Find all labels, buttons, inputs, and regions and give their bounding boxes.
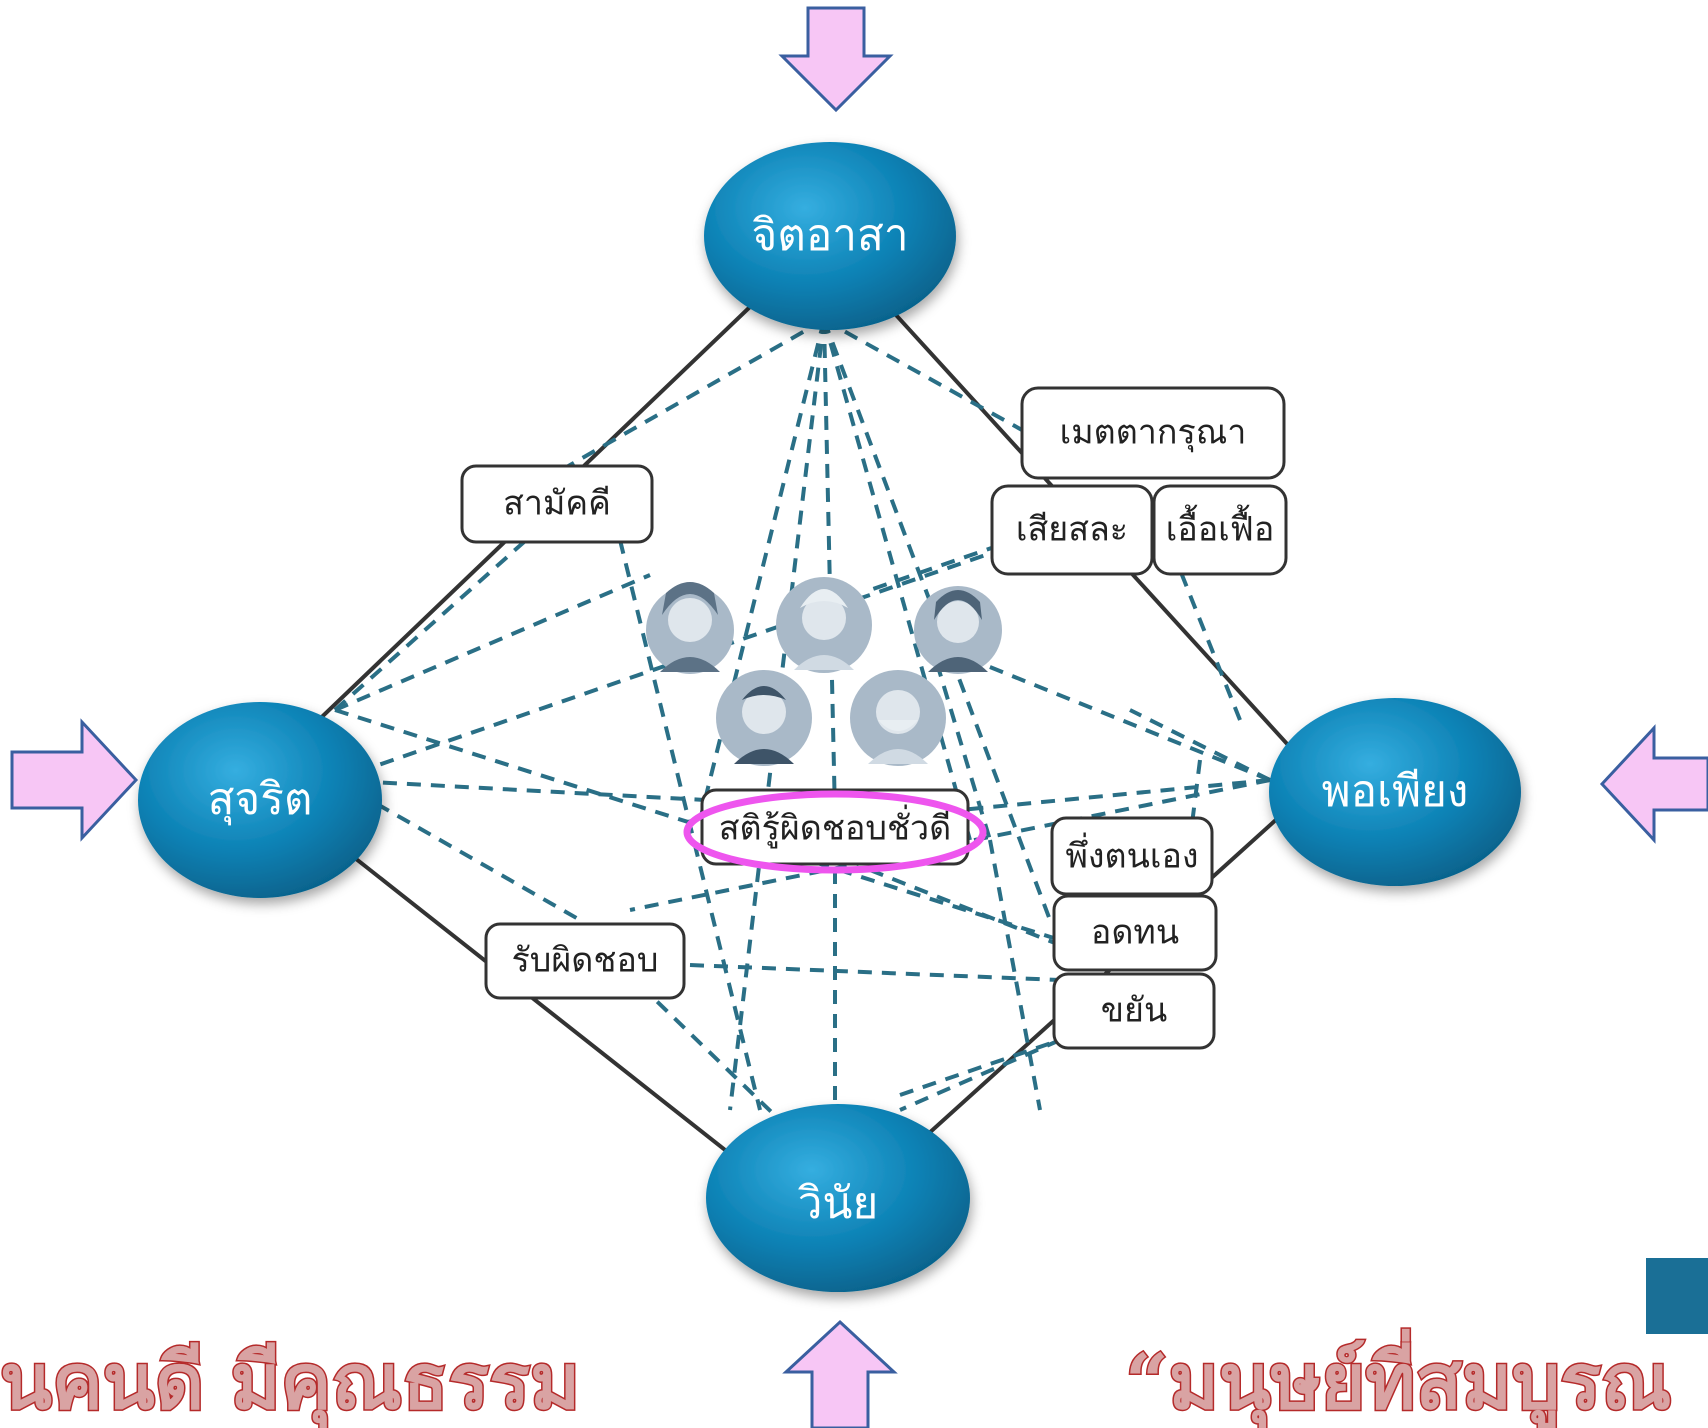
arrow-up-icon xyxy=(782,1319,898,1428)
box-odthon: อดทน xyxy=(1052,894,1218,972)
node-winai-label: วินัย xyxy=(797,1178,878,1229)
arrow-right-icon xyxy=(10,718,139,842)
node-sujarit: สุจริต xyxy=(138,702,382,898)
bottom-left-text: นคนดี มีคุณธรรม xyxy=(0,1337,580,1428)
avatar-group xyxy=(646,577,1002,766)
bottom-right-text: “มนุษย์ที่สมบูรณ xyxy=(1125,1328,1672,1428)
avatar-man xyxy=(716,670,812,766)
box-rapphit-label: รับผิดชอบ xyxy=(512,941,659,981)
node-jitarsa-label: จิตอาสา xyxy=(751,210,908,261)
avatar-elder-man xyxy=(850,670,946,766)
dashed-connections xyxy=(333,318,1271,1132)
box-rapphit: รับผิดชอบ xyxy=(484,922,686,1000)
avatar-elder-woman xyxy=(776,577,872,673)
arrows xyxy=(10,6,1708,1428)
box-odthon-label: อดทน xyxy=(1091,913,1179,953)
box-samakkhi-label: สามัคคี xyxy=(503,484,611,524)
node-sujarit-label: สุจริต xyxy=(208,774,313,826)
highlight-ring xyxy=(683,790,987,874)
value-nodes: จิตอาสา สุจริต พอเพียง วินัย xyxy=(138,142,1521,1292)
box-samakkhi: สามัคคี xyxy=(460,464,654,544)
box-sialasa: เสียสละ xyxy=(990,484,1154,576)
box-khayan-label: ขยัน xyxy=(1101,991,1167,1031)
avatar-woman-right xyxy=(914,586,1002,674)
avatar-woman-left xyxy=(646,582,734,674)
arrow-left-icon xyxy=(1599,724,1708,844)
corner-block xyxy=(1646,1258,1708,1334)
node-winai: วินัย xyxy=(706,1104,970,1292)
node-phophiang: พอเพียง xyxy=(1269,698,1521,886)
node-phophiang-label: พอเพียง xyxy=(1322,766,1469,817)
arrow-down-icon xyxy=(778,6,894,113)
value-boxes: สามัคคี เมตตากรุณา เสียสละ เอื้อเฟื้อ สต… xyxy=(460,386,1288,1050)
box-phuengton: พึ่งตนเอง xyxy=(1050,816,1214,896)
box-metta-label: เมตตากรุณา xyxy=(1060,413,1247,453)
box-euafuea-label: เอื้อเฟื้อ xyxy=(1166,505,1275,550)
box-sati: สติรู้ผิดชอบชั่วดี xyxy=(683,788,987,874)
box-euafuea: เอื้อเฟื้อ xyxy=(1152,484,1288,576)
node-jitarsa: จิตอาสา xyxy=(704,142,956,330)
box-khayan: ขยัน xyxy=(1052,972,1216,1050)
box-sialasa-label: เสียสละ xyxy=(1016,510,1128,550)
box-sati-label: สติรู้ผิดชอบชั่วดี xyxy=(719,805,951,849)
box-metta: เมตตากรุณา xyxy=(1020,386,1286,480)
box-phuengton-label: พึ่งตนเอง xyxy=(1066,833,1199,877)
